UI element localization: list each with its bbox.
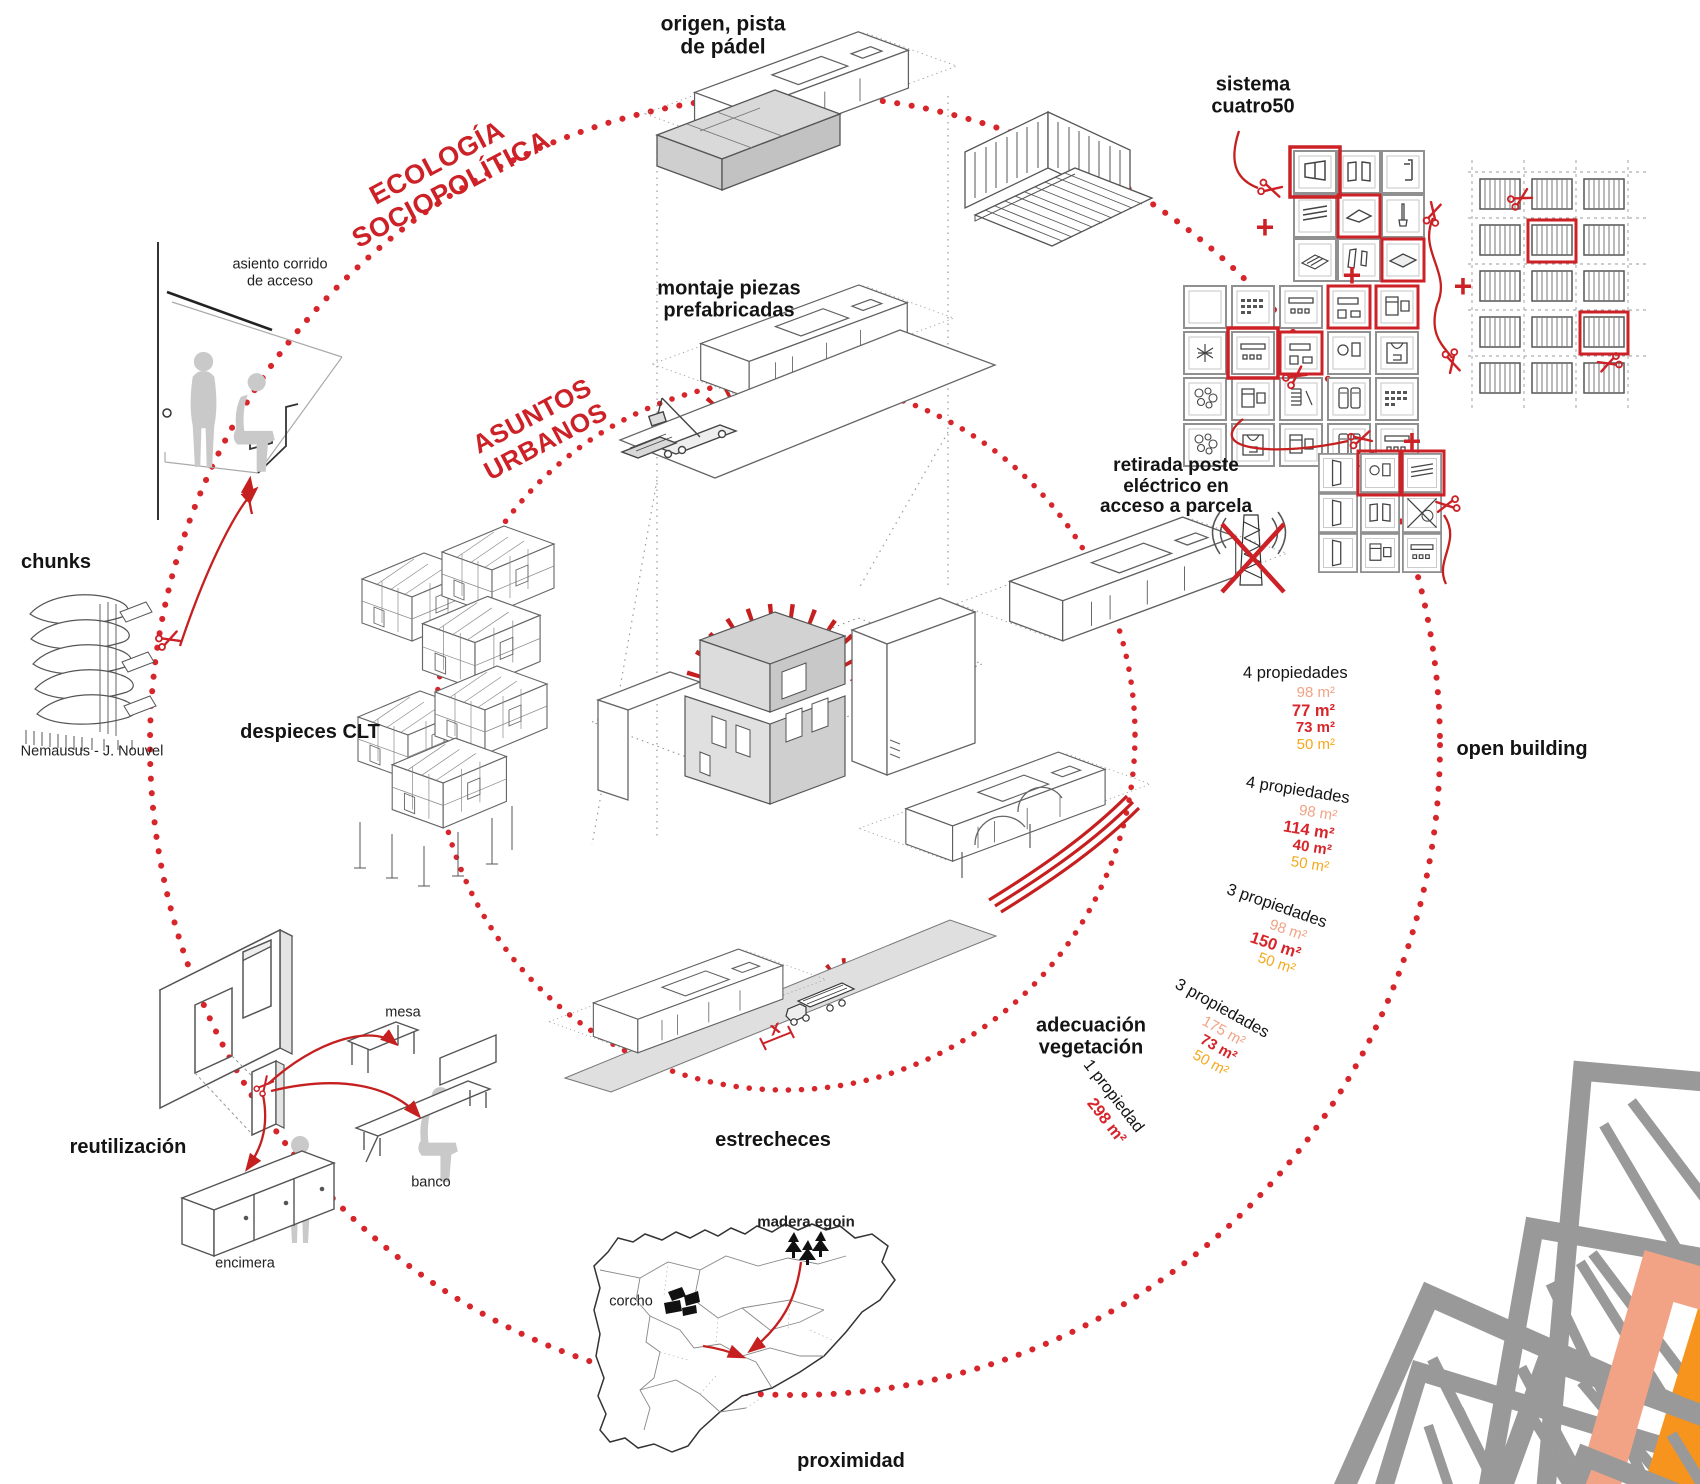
plus-icon: + xyxy=(1255,209,1275,245)
retirada-building-sketch xyxy=(955,511,1288,642)
sistema-door-grid xyxy=(1319,449,1446,572)
property-areas: 98 m² 77 m² 73 m² 50 m² xyxy=(1291,684,1335,754)
retirada-label: retirada poste eléctrico en acceso a par… xyxy=(1099,455,1253,518)
mesa-label: mesa xyxy=(385,1004,421,1021)
property-label: 4 propiedades xyxy=(1243,664,1348,682)
sistema-roomplan-grid xyxy=(1183,284,1420,466)
crane-truck-icon xyxy=(620,397,738,459)
plus-icon: + xyxy=(1453,268,1473,304)
property-entry-2: 4 propiedades 98 m² 114 m² 40 m² 50 m² xyxy=(1234,773,1351,877)
estrecheces-building-sketch xyxy=(548,919,998,1093)
adecuacion-label: adecuación vegetación xyxy=(1035,1014,1147,1058)
red-vegetation-lines xyxy=(988,794,1141,914)
estrecheces-label: estrecheces xyxy=(715,1129,831,1152)
encimera-sketch xyxy=(180,1136,336,1258)
red-dimension-mark xyxy=(759,1025,795,1051)
red-ray-fans xyxy=(686,98,879,987)
corcho-label: corcho xyxy=(609,1293,653,1310)
open-building-plans xyxy=(705,711,1700,1484)
open-building-label: open building xyxy=(1456,738,1588,761)
origen-label: origen, pista de pádel xyxy=(660,12,786,58)
scissors-icon xyxy=(1256,177,1284,201)
truck-icon xyxy=(785,982,856,1026)
plus-icon: + xyxy=(1402,423,1422,459)
reutilizacion-label: reutilización xyxy=(69,1136,187,1159)
madera-egoin-label: madera egoin xyxy=(757,1213,855,1231)
banco-sketch xyxy=(354,1033,497,1182)
montaje-label: montaje piezas prefabricadas xyxy=(657,277,801,321)
asiento-sketch xyxy=(157,242,343,520)
banco-label: banco xyxy=(411,1174,451,1191)
despieces-label: despieces CLT xyxy=(240,721,380,744)
central-building-sketch xyxy=(590,597,984,805)
asiento-label: asiento corrido de acceso xyxy=(232,256,328,289)
proximidad-label: proximidad xyxy=(797,1450,905,1473)
montaje-building-sketch xyxy=(618,284,997,479)
scissors-icon xyxy=(1421,200,1445,228)
plus-icon: + xyxy=(1342,257,1362,293)
tree-icons xyxy=(785,1231,829,1265)
property-entry-1: 4 propiedades 98 m² 77 m² 73 m² 50 m² xyxy=(1243,664,1348,754)
facade-elevation-array xyxy=(1468,160,1648,410)
red-arrows xyxy=(178,475,803,1359)
person-silhouettes xyxy=(190,351,275,472)
chunks-label: chunks xyxy=(20,551,92,574)
red-cross-pole xyxy=(1220,522,1286,594)
property-areas: 98 m² 114 m² 40 m² 50 m² xyxy=(1281,801,1339,876)
sistema-panels-sketch xyxy=(964,110,1154,247)
chunks-nemausus-sketch xyxy=(25,594,157,751)
sistema-label: sistema cuatro50 xyxy=(1211,73,1295,117)
cork-icon xyxy=(664,1287,700,1316)
reutilizacion-sketch xyxy=(158,928,497,1258)
red-cut-curves xyxy=(1230,130,1453,585)
despieces-clt-sketch xyxy=(354,525,555,887)
nemausus-caption: Nemausus - J. Nouvel xyxy=(20,743,164,760)
sistema-component-grid xyxy=(1288,145,1426,283)
dotted-ring-inner xyxy=(432,377,1138,1093)
adecuacion-building-sketch xyxy=(858,751,1151,914)
mesa-sketch xyxy=(346,1021,420,1073)
iberia-map-sketch xyxy=(593,1223,896,1453)
scissors-icon xyxy=(1440,347,1464,375)
origen-building-sketch xyxy=(643,31,958,191)
encimera-label: encimera xyxy=(215,1255,275,1272)
